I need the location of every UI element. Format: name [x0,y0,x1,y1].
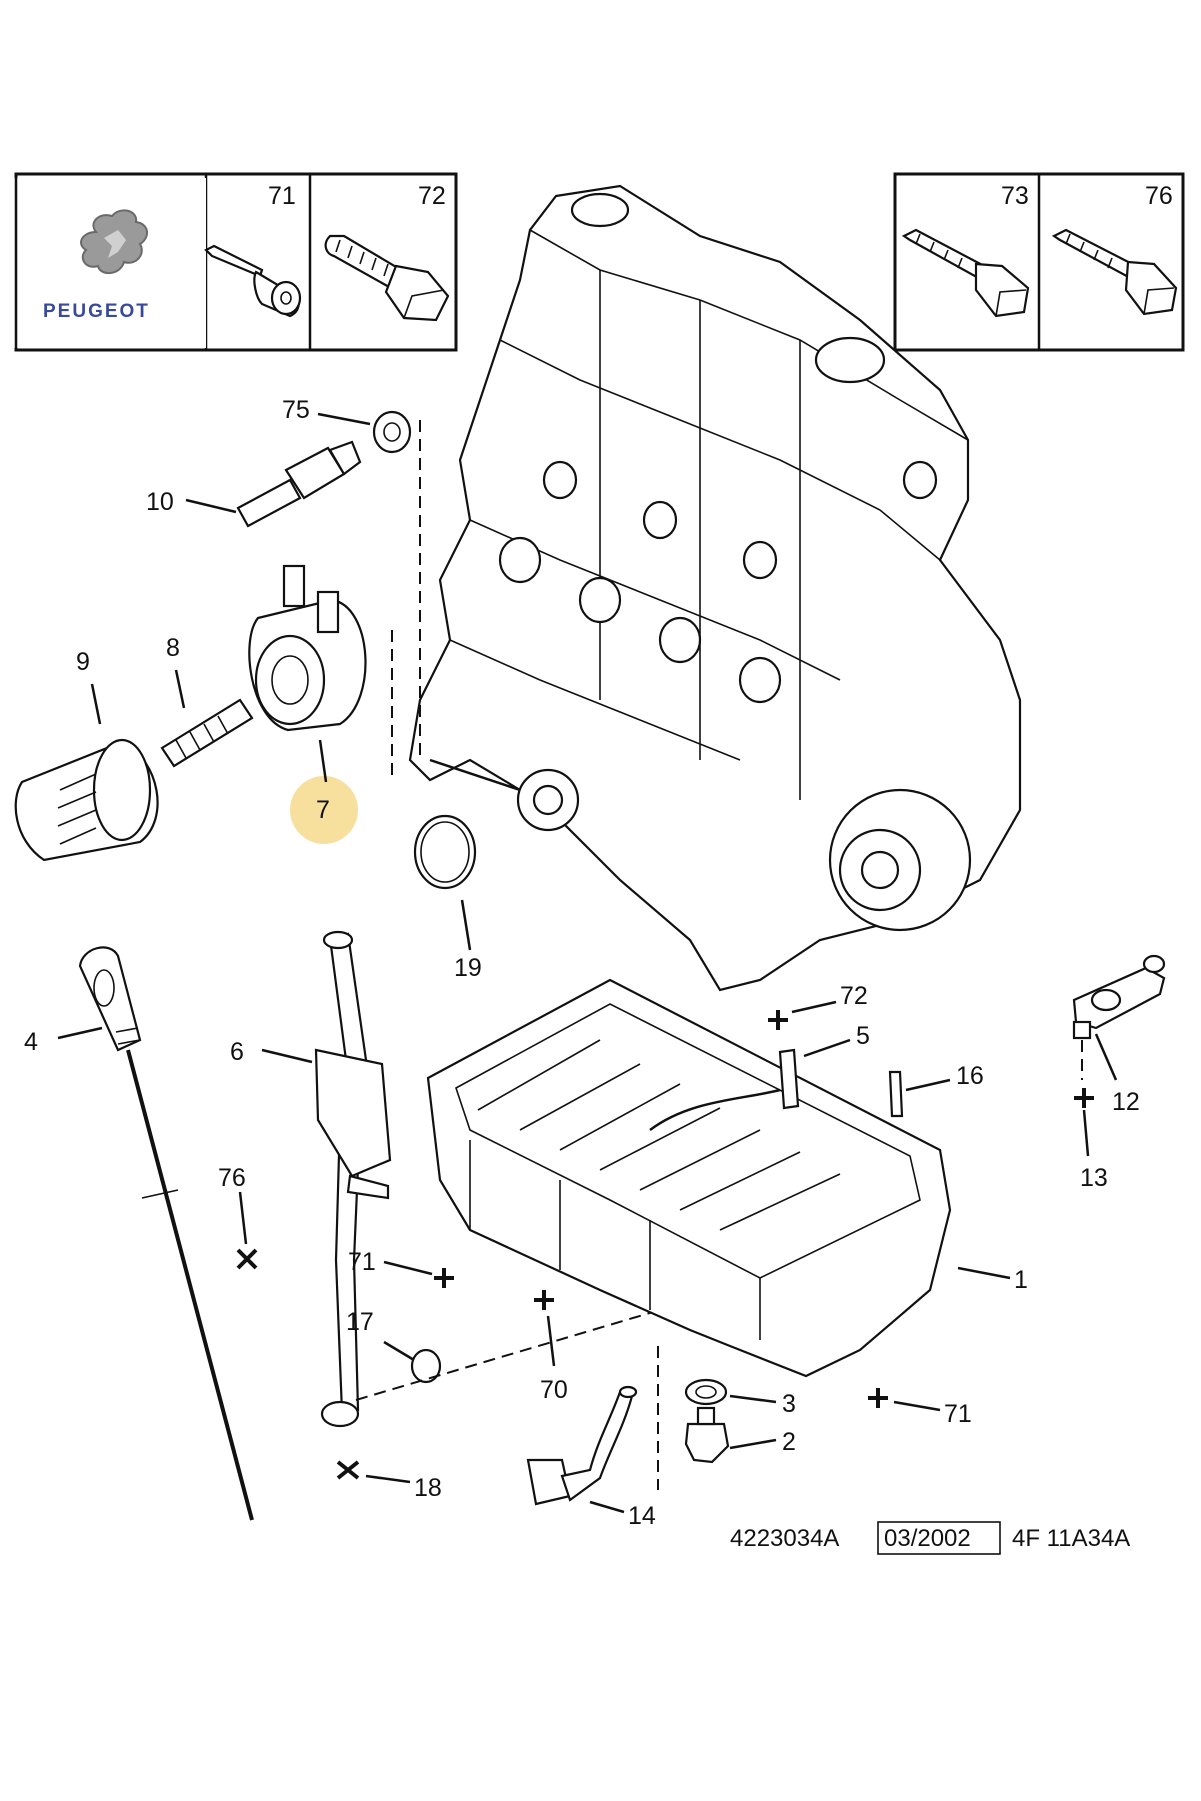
callout-5: 5 [856,1022,870,1050]
callout-1: 1 [1014,1266,1028,1294]
dipstick-tube-6 [314,930,392,1428]
callout-19: 19 [454,954,482,982]
callout-72: 72 [840,982,868,1010]
reference-variant: 4F 11A34A [1012,1525,1130,1552]
bolt-76-icon [1051,228,1178,316]
stud-8 [160,698,254,768]
callout-6: 6 [230,1038,244,1066]
date-box [877,1521,1001,1555]
callout-8: 8 [166,634,180,662]
diagram-reference: 4223034A 03/2002 4F 11A34A [730,1521,1130,1555]
bolt-73-icon [901,228,1030,318]
engine-block [408,184,1022,992]
callout-14: 14 [628,1502,656,1530]
callout-16: 16 [956,1062,984,1090]
callout-13: 13 [1080,1164,1108,1192]
callout-4: 4 [24,1028,38,1056]
reference-date: 03/2002 [884,1525,971,1552]
oil-filter-mount [429,758,580,832]
cam-cover-bosses [570,192,938,500]
drain-plug-2 [684,1406,730,1464]
oil-filter-9 [14,738,159,862]
dipstick-4 [78,946,254,1521]
peugeot-logo: PEUGEOT [43,209,150,322]
box-number-72: 72 [418,182,446,210]
leader-lines [57,412,1118,1514]
box-number-71: 71 [268,182,296,210]
callout-17: 17 [346,1308,374,1336]
box-number-76: 76 [1145,182,1173,210]
pressure-switch-10 [236,440,362,528]
bolt-71-icon [204,244,302,318]
callout-71-right: 71 [944,1400,972,1428]
brand-name: PEUGEOT [43,301,150,322]
cylinder-ports [498,460,782,704]
callout-9: 9 [76,648,90,676]
callout-3: 3 [782,1390,796,1418]
callout-75: 75 [282,396,310,424]
callout-12: 12 [1112,1088,1140,1116]
callout-2: 2 [782,1428,796,1456]
o-ring-19 [413,814,477,890]
oil-sump-1 [426,978,952,1378]
highlight-part-7 [290,776,358,844]
seal-75 [372,410,412,454]
tube-assembly-line [355,1309,661,1401]
callout-71-left: 71 [348,1248,376,1276]
callout-76: 76 [218,1164,246,1192]
drain-seal-3 [684,1378,728,1406]
bracket-12 [1072,954,1166,1040]
box-number-73: 73 [1001,182,1029,210]
oil-cooler-7 [248,564,367,732]
callout-18: 18 [414,1474,442,1502]
oil-level-sensor-14 [526,1385,638,1506]
callout-70: 70 [540,1376,568,1404]
callout-7: 7 [316,796,330,824]
flywheel-flange [828,788,972,932]
bolt-72-icon [324,234,450,322]
seal-17 [410,1348,442,1384]
fastener-marks [236,1010,1094,1480]
reference-code: 4223034A [730,1525,839,1552]
callout-10: 10 [146,488,174,516]
